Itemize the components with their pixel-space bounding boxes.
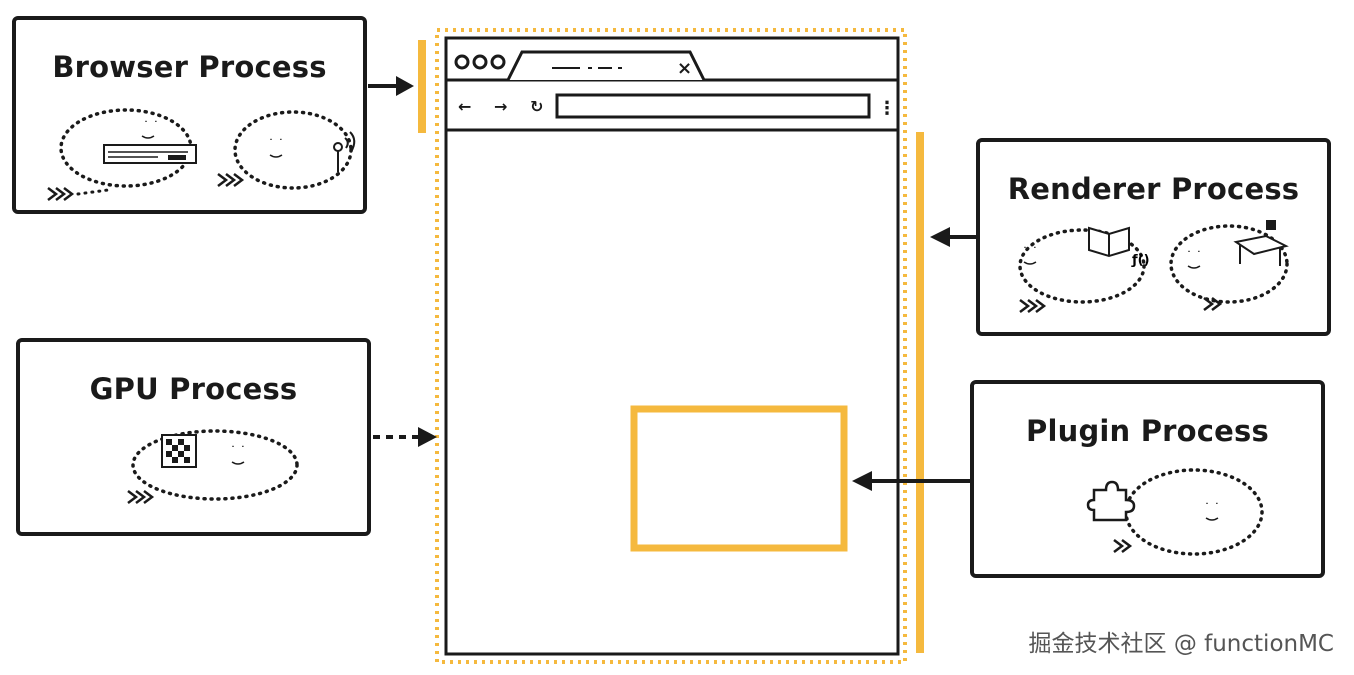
tab-close-icon: × [677,58,692,79]
menu-icon: ⋮ [878,98,896,119]
browser-process-sketch: ˙ ˙ ˙ ˙ [47,108,356,201]
svg-text:˙ ˙: ˙ ˙ [230,444,246,458]
desk-icon [1233,220,1289,266]
reload-icon: ↻ [530,97,543,116]
window-dot-icon [472,54,488,70]
renderer-process-title: Renderer Process [1007,172,1300,206]
gpu-process-title: GPU Process [89,372,298,406]
svg-text:˙ ˙: ˙ ˙ [143,119,159,133]
gpu-process-sketch: ˙ ˙ [127,429,299,504]
svg-text:˙ ˙: ˙ ˙ [1186,249,1202,263]
back-icon: ← [458,97,471,116]
svg-text:ƒ(): ƒ() [1131,253,1150,268]
plugin-process-box: Plugin Process ˙ ˙ [970,380,1325,578]
renderer-process-sketch: ˙ ˙ ƒ() ˙ ˙ [1018,220,1289,313]
renderer-to-content-arrow [930,227,976,247]
gpu-to-window-arrow [373,427,437,447]
plugin-process-title: Plugin Process [1026,414,1269,448]
plugin-to-area-arrow [852,471,970,491]
browser-to-ui-arrow [368,76,414,96]
puzzle-icon [1086,480,1136,522]
browser-dotted-outline [435,28,907,664]
browser-tab [506,50,706,81]
svg-text:˙ ˙: ˙ ˙ [1204,501,1220,515]
svg-text:˙ ˙: ˙ ˙ [1022,245,1038,259]
plugin-content-area [630,405,848,552]
gpu-process-box: GPU Process ˙ ˙ [16,338,371,536]
plugin-process-sketch: ˙ ˙ [1086,468,1264,556]
watermark: 掘金技术社区 @ functionMC [1028,631,1334,657]
renderer-process-box: Renderer Process ˙ ˙ ƒ() ˙ ˙ [976,138,1331,336]
window-dot-icon [454,54,470,70]
svg-text:˙ ˙: ˙ ˙ [268,137,284,151]
forward-icon: → [494,97,507,116]
window-dot-icon [490,54,506,70]
browser-process-title: Browser Process [52,50,327,84]
browser-ui-accent-bar [418,40,426,133]
book-icon [1088,226,1130,258]
address-bar [555,93,871,119]
chip-grid-icon [161,434,197,468]
renderer-content-accent-bar [916,132,924,653]
browser-process-box: Browser Process ˙ ˙ ˙ ˙ [12,16,367,214]
